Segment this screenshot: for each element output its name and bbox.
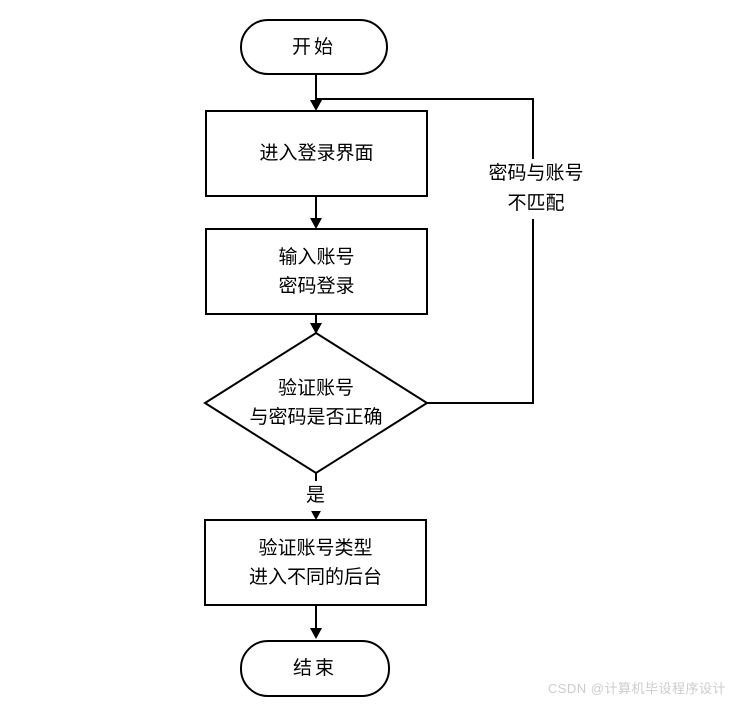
- node-end-label: 结束: [292, 658, 337, 679]
- node-verify-account-type-line2: 进入不同的后台: [248, 566, 382, 588]
- node-verify-account-type-line1: 验证账号类型: [258, 537, 373, 559]
- arrowhead-into-decision: [310, 323, 322, 334]
- edge-label-mismatch-line1: 密码与账号: [488, 163, 584, 184]
- node-verify-credentials: 验证账号 与密码是否正确: [216, 374, 416, 432]
- arrowhead-into-login: [310, 100, 322, 111]
- edge-mismatch-loop: [316, 98, 534, 404]
- edge-label-mismatch-line2: 不匹配: [507, 193, 565, 214]
- node-end: 结束: [240, 640, 390, 697]
- node-start-label: 开始: [291, 36, 336, 58]
- node-verify-account-type: 验证账号类型 进入不同的后台: [204, 519, 427, 606]
- edge-label-yes: 是: [303, 481, 329, 511]
- node-enter-login: 进入登录界面: [205, 110, 428, 197]
- edge-label-mismatch: 密码与账号 不匹配: [463, 159, 609, 219]
- node-input-credentials: 输入账号 密码登录: [205, 228, 428, 315]
- csdn-watermark: CSDN @计算机毕设程序设计: [547, 681, 726, 696]
- arrowhead-into-end: [310, 628, 322, 639]
- arrowhead-into-input: [310, 218, 322, 229]
- node-start: 开始: [240, 19, 388, 75]
- node-input-credentials-line2: 密码登录: [278, 275, 355, 297]
- node-input-credentials-line1: 输入账号: [278, 246, 355, 268]
- node-verify-credentials-line1: 验证账号: [277, 378, 354, 399]
- node-verify-credentials-line2: 与密码是否正确: [249, 407, 383, 428]
- node-enter-login-label: 进入登录界面: [259, 143, 374, 164]
- arrowhead-into-accounttype: [310, 509, 322, 520]
